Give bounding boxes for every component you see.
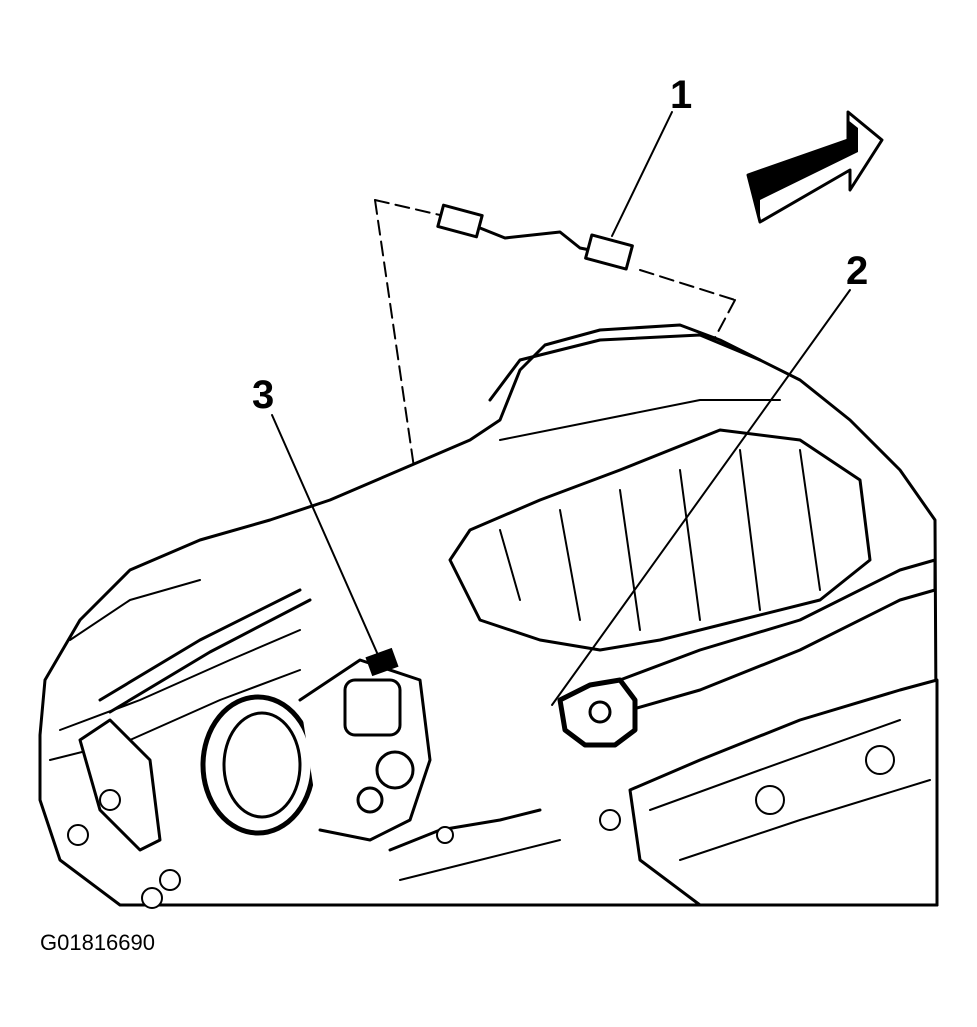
- callout-label-3: 3: [252, 373, 274, 417]
- callout-3-sensor: [271, 414, 399, 677]
- callout-label-1: 1: [670, 73, 692, 117]
- engine-lower-block: [388, 808, 621, 881]
- callout-1-sensor-detail: [374, 111, 736, 301]
- figure-code: G01816690: [40, 930, 155, 955]
- throttle-body: [200, 658, 432, 842]
- front-direction-arrow-icon: [746, 110, 884, 224]
- callout-2-sensor: [551, 289, 851, 748]
- callout-label-2: 2: [846, 249, 868, 293]
